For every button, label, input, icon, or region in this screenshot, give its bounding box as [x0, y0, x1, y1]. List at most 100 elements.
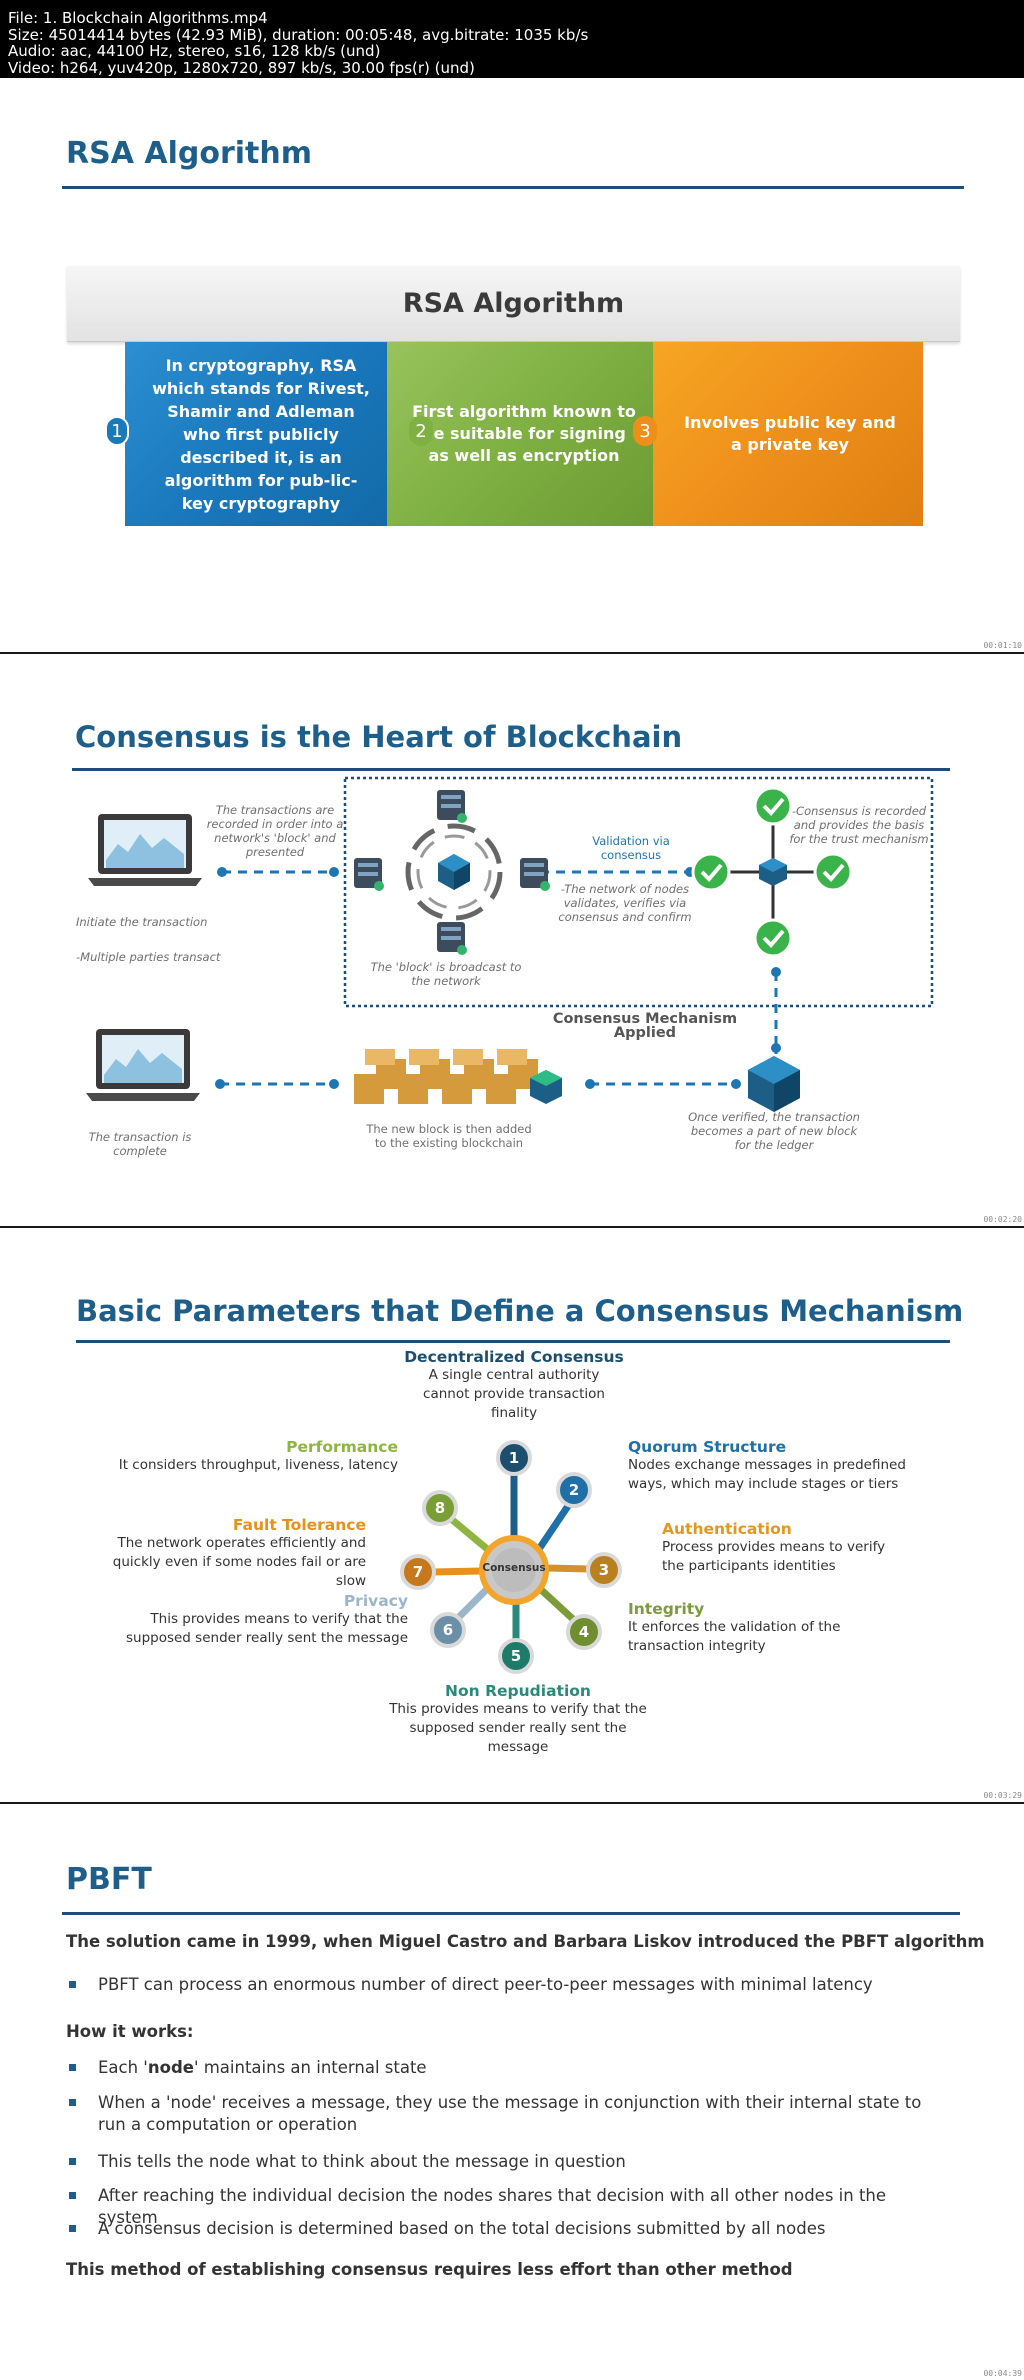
caption-validation: Validation via consensus — [592, 834, 670, 862]
file-info-line: Audio: aac, 44100 Hz, stereo, s16, 128 k… — [8, 42, 381, 60]
caption-verified: Once verified, the transaction becomes a… — [688, 1110, 860, 1152]
caption-recorded: The transactions are recorded in order i… — [206, 803, 344, 859]
title-underline — [62, 1912, 960, 1915]
blockchain-icon — [354, 1049, 562, 1104]
bullet-text: ' maintains an internal state — [193, 2058, 427, 2077]
slide-consensus-parameters: Basic Parameters that Define a Consensus… — [0, 1228, 1024, 1804]
bullet-text-bold: node — [147, 2058, 194, 2077]
param-non-repudiation: Non Repudiation This provides means to v… — [378, 1682, 658, 1757]
caption-nodes: -The network of nodes validates, verifie… — [558, 882, 692, 924]
bullet-square-icon — [69, 1981, 76, 1988]
param-heading: Decentralized Consensus — [404, 1348, 624, 1366]
param-node-4: 4 — [566, 1614, 602, 1650]
param-privacy: Privacy This provides means to verify th… — [104, 1592, 408, 1648]
title-underline — [76, 1340, 950, 1343]
param-description: Nodes exchange messages in predefined wa… — [628, 1457, 906, 1492]
check-icon — [753, 918, 793, 958]
bullet-item: A consensus decision is determined based… — [69, 2218, 938, 2240]
param-heading: Integrity — [628, 1600, 705, 1618]
param-node-3: 3 — [586, 1552, 622, 1588]
node-number: 7 — [413, 1563, 423, 1581]
node-number: 6 — [443, 1621, 453, 1639]
param-heading: Fault Tolerance — [232, 1516, 366, 1534]
file-info-line: Size: 45014414 bytes (42.93 MiB), durati… — [8, 25, 589, 44]
consensus-wheel-diagram: 1 2 3 4 5 6 7 8 — [400, 1440, 622, 1674]
check-icon — [691, 852, 731, 892]
panel-text: In cryptography, RSA which stands for Ri… — [152, 355, 370, 513]
file-info-line: Video: h264, yuv420p, 1280x720, 897 kb/s… — [8, 58, 475, 77]
param-description: Process provides means to verify the par… — [662, 1539, 886, 1574]
new-block-icon — [748, 1056, 800, 1112]
check-icon — [753, 786, 793, 826]
caption-parties: -Multiple parties transact — [76, 950, 221, 964]
param-quorum: Quorum Structure Nodes exchange messages… — [628, 1438, 918, 1494]
consensus-hub-label: Consensus — [482, 1562, 546, 1574]
how-it-works-heading: How it works: — [66, 2022, 194, 2041]
param-description: It enforces the validation of the transa… — [628, 1619, 841, 1654]
param-decentralized: Decentralized Consensus A single central… — [390, 1348, 638, 1423]
slide-title: Basic Parameters that Define a Consensus… — [76, 1294, 964, 1328]
rsa-panel-3: Involves public key and a private key — [653, 342, 923, 526]
bullet-square-icon — [69, 2225, 76, 2232]
bullet-text: Each ' — [98, 2058, 148, 2077]
bullet-item: PBFT can process an enormous number of d… — [69, 1974, 938, 1996]
pbft-intro: The solution came in 1999, when Miguel C… — [66, 1932, 985, 1951]
slide-title: RSA Algorithm — [66, 136, 312, 171]
caption-trust: -Consensus is recorded and provides the … — [789, 804, 929, 846]
frame-timestamp: 00:04:39 — [983, 2369, 1022, 2378]
param-heading: Privacy — [343, 1592, 408, 1610]
param-fault-tolerance: Fault Tolerance The network operates eff… — [88, 1516, 366, 1591]
param-node-8: 8 — [422, 1490, 458, 1526]
bullet-text: When a 'node' receives a message, they u… — [98, 2093, 922, 2134]
param-description: The network operates efficiently and qui… — [112, 1535, 366, 1589]
slide-consensus-heart: Consensus is the Heart of Blockchain — [0, 654, 1024, 1228]
panel-number-badge: 2 — [409, 416, 433, 446]
caption-broadcast: The 'block' is broadcast to the network — [370, 960, 522, 988]
server-icon — [437, 922, 467, 955]
node-number: 3 — [599, 1561, 609, 1579]
caption-complete: The transaction is complete — [88, 1130, 192, 1158]
param-node-5: 5 — [498, 1638, 534, 1674]
frame-timestamp: 00:03:29 — [983, 1791, 1022, 1800]
param-node-7: 7 — [400, 1554, 436, 1590]
slide-rsa-algorithm: RSA Algorithm RSA Algorithm In cryptogra… — [0, 78, 1024, 654]
param-heading: Authentication — [662, 1520, 792, 1538]
panel-number-badge: 3 — [633, 416, 657, 446]
file-info-header: File: 1. Blockchain Algorithms.mp4 Size:… — [0, 0, 1024, 78]
flow-dots — [215, 867, 781, 1089]
param-node-2: 2 — [556, 1472, 592, 1508]
bullet-square-icon — [69, 2099, 76, 2106]
bullet-square-icon — [69, 2064, 76, 2071]
frame-timestamp: 00:02:20 — [983, 1215, 1022, 1224]
server-icon — [437, 790, 467, 823]
title-underline — [72, 768, 950, 771]
bullet-item: After reaching the individual decision t… — [69, 2185, 938, 2229]
frame-timestamp: 00:01:10 — [983, 641, 1022, 650]
laptop-icon — [86, 1029, 200, 1101]
bullet-square-icon — [69, 2158, 76, 2165]
bullet-text: After reaching the individual decision t… — [98, 2186, 887, 2227]
slide-title: Consensus is the Heart of Blockchain — [75, 720, 683, 754]
param-heading: Quorum Structure — [628, 1438, 787, 1456]
bullet-item: This tells the node what to think about … — [69, 2151, 938, 2173]
bullet-square-icon — [69, 2192, 76, 2199]
check-icon — [813, 852, 853, 892]
consensus-applied-label: Consensus Mechanism Applied — [552, 1011, 738, 1041]
rsa-panel-1: In cryptography, RSA which stands for Ri… — [125, 342, 387, 526]
param-description: A single central authority cannot provid… — [423, 1367, 605, 1421]
param-description: This provides means to verify that the s… — [389, 1701, 647, 1755]
param-heading: Non Repudiation — [445, 1682, 591, 1700]
server-icon — [354, 858, 384, 891]
node-number: 1 — [509, 1449, 519, 1467]
param-heading: Performance — [286, 1438, 398, 1456]
pbft-closing: This method of establishing consensus re… — [66, 2260, 793, 2279]
panel-number-badge: 1 — [105, 416, 129, 446]
node-number: 2 — [569, 1481, 579, 1499]
bullet-item: When a 'node' receives a message, they u… — [69, 2092, 938, 2136]
title-underline — [62, 186, 964, 189]
param-description: It considers throughput, liveness, laten… — [118, 1457, 398, 1473]
param-performance: Performance It considers throughput, liv… — [100, 1438, 398, 1475]
node-number: 4 — [579, 1623, 589, 1641]
param-description: This provides means to verify that the s… — [125, 1611, 408, 1646]
